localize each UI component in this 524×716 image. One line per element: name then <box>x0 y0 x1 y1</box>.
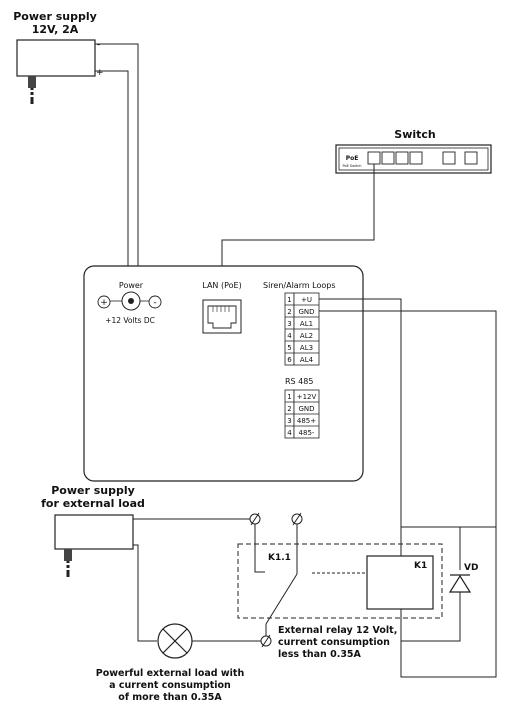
ext-psu-wire-2 <box>133 544 157 642</box>
power-supply-top <box>16 39 96 104</box>
siren-row-name: AL4 <box>300 356 314 364</box>
siren-row-num: 3 <box>287 320 291 328</box>
power-voltage: +12 Volts DC <box>105 316 155 325</box>
rs485-row-num: 3 <box>287 417 291 425</box>
lamp-icon <box>157 623 193 659</box>
diode-icon <box>448 574 472 593</box>
siren-label: Siren/Alarm Loops <box>263 281 336 290</box>
siren-row-num: 5 <box>287 344 291 352</box>
relay-caption-1: External relay 12 Volt, <box>278 625 397 636</box>
siren-row-num: 2 <box>287 308 291 316</box>
power-jack-pin <box>128 298 134 304</box>
siren-row-num: 6 <box>287 356 292 364</box>
power-supply-external <box>54 514 134 577</box>
relay-caption-3: less than 0.35A <box>278 649 362 660</box>
lan-port <box>202 299 242 334</box>
psu-plus-wire <box>95 70 129 300</box>
power-plus-symbol <box>97 295 111 309</box>
rs485-terminal <box>284 389 320 439</box>
relay-coil <box>366 555 434 610</box>
psu-top-title-2: 12V, 2A <box>32 23 79 36</box>
rs485-row-num: 2 <box>287 405 291 413</box>
relay-coil-label: K1 <box>414 561 427 571</box>
rs485-row-name: 485- <box>299 429 315 437</box>
diode-wire-bottom <box>401 592 461 642</box>
siren-row-name: GND <box>298 308 314 316</box>
svg-text:-: - <box>153 298 156 308</box>
diode-wire-top <box>401 526 461 570</box>
gnd-wire <box>319 310 497 527</box>
power-label: Power <box>119 281 144 290</box>
terminal-icon <box>291 512 303 526</box>
switch-poe-sublabel: PoE Switch <box>342 164 361 168</box>
load-caption-2: a current consumption <box>109 680 231 691</box>
rs485-row-name: GND <box>298 405 314 413</box>
rs485-row-name: 485+ <box>297 417 316 425</box>
terminal-icon <box>260 634 272 648</box>
siren-terminal <box>284 292 320 366</box>
relay-enclosure <box>237 543 443 619</box>
switch-poe-label: PoE <box>346 155 359 162</box>
psu-minus-wire <box>95 43 139 300</box>
siren-row-name: AL1 <box>300 320 313 328</box>
psu-ext-title-1: Power supply <box>51 484 135 497</box>
terminal-icon <box>249 512 261 526</box>
rs485-row-num: 1 <box>287 393 291 401</box>
load-caption-1: Powerful external load with <box>96 668 245 679</box>
contact-wire-1 <box>254 524 265 573</box>
lan-label: LAN (PoE) <box>202 281 241 290</box>
psu-top-plus: + <box>96 68 104 78</box>
siren-row-name: AL3 <box>300 344 313 352</box>
rs485-label: RS 485 <box>285 377 313 386</box>
psu-top-title-1: Power supply <box>13 10 97 23</box>
svg-text:+: + <box>100 298 108 308</box>
siren-row-num: 1 <box>287 296 291 304</box>
siren-row-name: AL2 <box>300 332 313 340</box>
psu-top-minus: - <box>97 40 100 50</box>
power-minus-symbol <box>148 295 162 309</box>
siren-row-name: +U <box>301 296 312 304</box>
plus-u-wire <box>319 298 497 678</box>
relay-contact-label: K1.1 <box>268 553 291 563</box>
rs485-row-name: +12V <box>297 393 317 401</box>
network-switch <box>335 144 492 174</box>
siren-row-num: 4 <box>287 332 292 340</box>
rs485-row-num: 4 <box>287 429 292 437</box>
diode-label: VD <box>464 563 478 573</box>
psu-ext-title-2: for external load <box>41 497 145 510</box>
relay-caption-2: current consumption <box>278 637 390 648</box>
switch-title: Switch <box>394 128 435 141</box>
load-caption-3: of more than 0.35A <box>118 692 222 703</box>
relay-contact-arm <box>265 573 298 636</box>
